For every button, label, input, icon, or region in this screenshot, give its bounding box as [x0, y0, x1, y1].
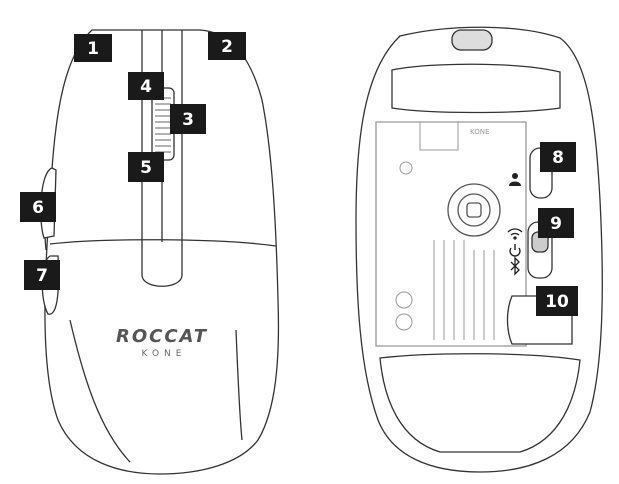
callout-7-box	[24, 260, 60, 290]
bottom-model-text: KONE	[470, 128, 489, 136]
callout-1-label: 1	[87, 39, 99, 59]
callout-8: 8	[540, 142, 576, 172]
bottom-skate	[379, 353, 581, 453]
callout-9: 9	[538, 208, 574, 238]
wifi-icon-arc-outer	[507, 228, 523, 233]
callout-10-box	[536, 286, 578, 316]
callout-3: 3	[170, 104, 206, 134]
callout-3-box	[170, 104, 206, 134]
callout-8-label: 8	[552, 148, 564, 168]
wifi-icon-dot	[513, 236, 517, 240]
callout-8-box	[540, 142, 576, 172]
callout-1-box	[74, 34, 112, 62]
brand-logo-text: ROCCAT	[116, 326, 208, 347]
callout-5: 5	[128, 152, 164, 182]
callout-9-box	[538, 208, 574, 238]
callout-10: 10	[536, 286, 578, 316]
power-icon-ring	[509, 247, 521, 257]
profile-icon-body	[509, 181, 521, 186]
label-area-outline	[375, 121, 527, 347]
profile-icon	[509, 173, 521, 186]
callout-1: 1	[74, 34, 112, 62]
bluetooth-icon-shape	[510, 256, 520, 276]
callout-4-label: 4	[140, 77, 152, 97]
sensor-inner-ring	[457, 193, 491, 227]
mouse-bottom-view	[355, 26, 603, 473]
callout-6-label: 6	[32, 198, 44, 218]
callout-6-box	[20, 192, 56, 222]
callout-10-label: 10	[545, 292, 569, 312]
profile-icon-head	[512, 173, 518, 179]
sensor-lens	[466, 202, 482, 218]
bluetooth-icon	[510, 256, 520, 276]
mouse-bottom-body-outline	[355, 26, 603, 473]
callout-6: 6	[20, 192, 56, 222]
lower-grip-line-right	[235, 329, 243, 441]
callout-2-label: 2	[221, 37, 233, 57]
palm-boundary-line	[49, 239, 277, 247]
top-bump-shape	[451, 29, 493, 51]
ce-mark-symbol	[399, 161, 413, 175]
callout-9-label: 9	[550, 214, 562, 234]
scroll-channel-outline	[141, 30, 183, 287]
callout-4: 4	[128, 72, 164, 100]
power-icon	[509, 244, 521, 257]
sensor-outer-ring	[447, 183, 501, 237]
regulatory-marks	[395, 121, 495, 340]
top-skate	[391, 63, 561, 114]
callout-5-box	[128, 152, 164, 182]
certification-mark-symbol	[395, 313, 413, 331]
recycle-mark-symbol	[395, 291, 413, 309]
callout-2: 2	[208, 32, 246, 60]
wifi-icon-arc-inner	[510, 232, 520, 236]
callout-7: 7	[24, 260, 60, 290]
callout-4-box	[128, 72, 164, 100]
wifi-icon	[507, 228, 523, 240]
lower-grip-line-left	[69, 319, 131, 463]
callout-7-label: 7	[36, 266, 48, 286]
model-name-text: KONE	[142, 349, 187, 359]
qr-code-block	[419, 121, 459, 151]
callout-2-box	[208, 32, 246, 60]
callout-5-label: 5	[140, 158, 152, 178]
callout-3-label: 3	[182, 110, 194, 130]
